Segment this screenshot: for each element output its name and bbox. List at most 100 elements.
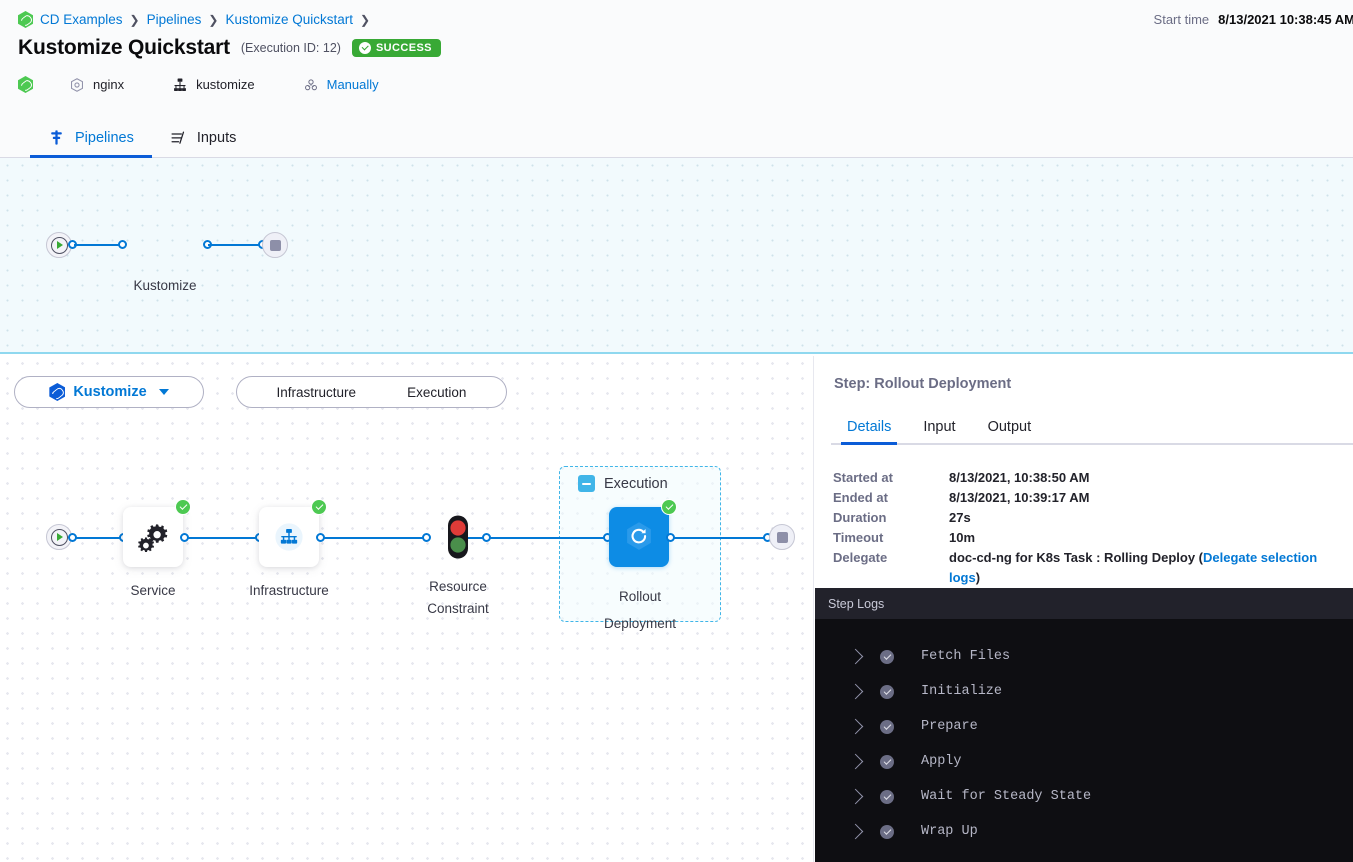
- breadcrumb-item-cd-examples[interactable]: CD Examples: [40, 12, 123, 27]
- status-success-icon: [880, 684, 894, 699]
- kustomize-icon: [174, 77, 187, 91]
- stage-section-toggle: Infrastructure Execution: [236, 376, 507, 408]
- execution-node-service[interactable]: [123, 499, 191, 567]
- title-row: Kustomize Quickstart (Execution ID: 12) …: [18, 36, 441, 60]
- minus-icon[interactable]: [578, 475, 595, 492]
- play-icon: [50, 236, 68, 254]
- pipeline-stage-label: Kustomize: [133, 278, 197, 293]
- log-row[interactable]: Wait for Steady State: [815, 779, 1353, 814]
- detail-key: Timeout: [833, 530, 884, 545]
- start-time-value: 8/13/2021 10:38:45 AM: [1218, 12, 1353, 27]
- tab-output[interactable]: Output: [987, 419, 1032, 435]
- detail-key: Ended at: [833, 490, 888, 505]
- detail-value: 8/13/2021, 10:39:17 AM: [949, 490, 1090, 505]
- tab-input[interactable]: Input: [923, 419, 956, 435]
- breadcrumb-item-kustomize-quickstart[interactable]: Kustomize Quickstart: [225, 12, 353, 27]
- chevron-right-icon[interactable]: [847, 718, 864, 735]
- edge-infra-to-rc: [324, 537, 430, 539]
- execution-group-header[interactable]: Execution: [578, 475, 668, 492]
- stage-in-port: [118, 240, 127, 249]
- stage-selector-label: Kustomize: [73, 384, 147, 400]
- stage-selector-dropdown[interactable]: Kustomize: [14, 376, 204, 408]
- step-details-list: Started at 8/13/2021, 10:38:50 AM Ended …: [833, 468, 1339, 588]
- execution-node-infrastructure[interactable]: [259, 499, 327, 567]
- tab-inputs[interactable]: Inputs: [152, 129, 255, 157]
- status-success-icon: [661, 499, 677, 515]
- execution-node-rollout-deployment[interactable]: [609, 499, 677, 567]
- chevron-right-icon[interactable]: [847, 683, 864, 700]
- log-row-label: Fetch Files: [921, 649, 1011, 664]
- infrastructure-icon: [275, 523, 303, 551]
- execution-node-label-infrastructure: Infrastructure: [249, 583, 329, 598]
- pipeline-end-node[interactable]: [262, 232, 288, 258]
- detail-value: doc-cd-ng for K8s Task : Rolling Deploy …: [949, 548, 1339, 588]
- breadcrumb-item-pipelines[interactable]: Pipelines: [146, 12, 202, 27]
- tab-inputs-label: Inputs: [196, 129, 237, 146]
- stop-icon: [269, 239, 281, 251]
- page-header: CD Examples ❯ Pipelines ❯ Kustomize Quic…: [0, 0, 1353, 112]
- status-success-icon: [880, 824, 894, 839]
- tab-pipelines[interactable]: Pipelines: [30, 129, 152, 158]
- edge-service-to-infra: [188, 537, 266, 539]
- edge-stage-to-end: [208, 244, 264, 246]
- chevron-right-icon[interactable]: [847, 648, 864, 665]
- traffic-light-icon[interactable]: [445, 514, 471, 560]
- meta-trigger[interactable]: Manually: [303, 77, 379, 93]
- detail-row-ended-at: Ended at 8/13/2021, 10:39:17 AM: [833, 488, 1339, 508]
- meta-trigger-label[interactable]: Manually: [326, 77, 379, 92]
- step-logs-list: Fetch Files Initialize Prepare Apply Wai: [815, 619, 1353, 849]
- detail-row-duration: Duration 27s: [833, 508, 1339, 528]
- execution-node-label-resource-constraint: Resource Constraint: [427, 579, 489, 616]
- execution-start-node[interactable]: [46, 524, 72, 550]
- execution-graph-canvas[interactable]: Kustomize Infrastructure Execution Execu…: [0, 356, 814, 862]
- port: [316, 533, 325, 542]
- delegate-selection-logs-link[interactable]: Delegate selection logs: [949, 550, 1318, 585]
- chevron-right-icon: ❯: [129, 12, 140, 27]
- chevron-right-icon: ❯: [208, 12, 219, 27]
- step-logs-panel: Step Logs Fetch Files Initialize Prepare: [815, 588, 1353, 862]
- meta-service: nginx: [69, 77, 124, 93]
- harness-hex-icon: [18, 76, 33, 93]
- port: [68, 533, 77, 542]
- stage-section-execution[interactable]: Execution: [407, 384, 467, 400]
- service-hex-icon: [71, 77, 83, 92]
- execution-meta-row: nginx kustomize: [18, 76, 379, 93]
- pipeline-overview-canvas[interactable]: Kustomize: [0, 158, 1353, 354]
- status-success-icon: [880, 789, 894, 804]
- log-row-label: Initialize: [921, 684, 1003, 699]
- log-row-label: Wrap Up: [921, 824, 978, 839]
- log-row-label: Apply: [921, 754, 962, 769]
- detail-key: Duration: [833, 510, 887, 525]
- port: [482, 533, 491, 542]
- status-success-icon: [311, 499, 327, 515]
- harness-hex-icon: [18, 11, 33, 28]
- meta-service-label: nginx: [93, 77, 125, 92]
- pipeline-start-node[interactable]: [46, 232, 72, 258]
- cogs-icon: [138, 524, 168, 553]
- chevron-right-icon[interactable]: [847, 823, 864, 840]
- stage-section-infrastructure[interactable]: Infrastructure: [276, 384, 357, 400]
- log-row[interactable]: Wrap Up: [815, 814, 1353, 849]
- tab-pipelines-label: Pipelines: [75, 129, 134, 146]
- inputs-icon: [171, 131, 184, 144]
- edge-rollout-to-end: [670, 537, 776, 539]
- log-row[interactable]: Apply: [815, 744, 1353, 779]
- detail-value: 8/13/2021, 10:38:50 AM: [949, 470, 1090, 485]
- status-badge: SUCCESS: [351, 39, 441, 57]
- main-tabs: Pipelines Inputs: [0, 112, 1353, 158]
- log-row[interactable]: Initialize: [815, 674, 1353, 709]
- status-success-icon: [880, 649, 894, 664]
- play-icon: [50, 528, 68, 546]
- chevron-right-icon[interactable]: [847, 753, 864, 770]
- check-icon: [358, 42, 371, 54]
- breadcrumb: CD Examples ❯ Pipelines ❯ Kustomize Quic…: [18, 11, 370, 28]
- log-row[interactable]: Prepare: [815, 709, 1353, 744]
- meta-manifest: kustomize: [172, 77, 255, 93]
- execution-end-node[interactable]: [769, 524, 795, 550]
- delegate-text: doc-cd-ng for K8s Task : Rolling Deploy …: [949, 550, 1203, 565]
- chevron-right-icon[interactable]: [847, 788, 864, 805]
- tab-details[interactable]: Details: [831, 419, 907, 445]
- log-row[interactable]: Fetch Files: [815, 639, 1353, 674]
- detail-row-delegate: Delegate doc-cd-ng for K8s Task : Rollin…: [833, 548, 1339, 588]
